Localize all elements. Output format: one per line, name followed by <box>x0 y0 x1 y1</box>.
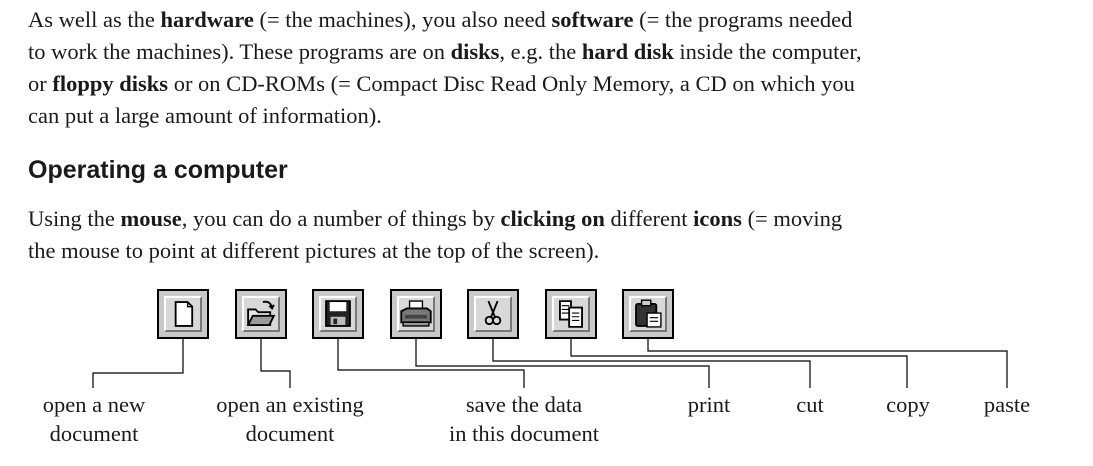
term-disks: disks <box>450 39 500 64</box>
intro-text: , e.g. the <box>499 39 582 64</box>
leader-new <box>92 339 184 388</box>
term-mouse: mouse <box>120 206 182 231</box>
body-text: Using the <box>28 206 121 231</box>
term-clicking-on: clicking on <box>500 206 605 231</box>
term-floppy-disks: floppy disks <box>52 71 169 96</box>
label-copy: copy <box>872 390 944 419</box>
term-hardware: hardware <box>160 7 254 32</box>
body-text: different <box>604 206 694 231</box>
cut-button[interactable] <box>467 289 519 339</box>
label-print: print <box>670 390 748 419</box>
label-open-existing-document: open an existing document <box>196 390 384 448</box>
leader-open <box>260 339 291 388</box>
label-cut: cut <box>780 390 840 419</box>
intro-text: (= the programs needed <box>633 7 853 32</box>
operating-paragraph: Using the mouse, you can do a number of … <box>28 203 842 267</box>
leader-copy <box>570 339 908 388</box>
intro-text: can put a large amount of information). <box>28 103 382 128</box>
new-document-button[interactable] <box>157 289 209 339</box>
section-heading: Operating a computer <box>28 156 288 184</box>
body-text: , you can do a number of things by <box>181 206 501 231</box>
label-paste: paste <box>970 390 1044 419</box>
print-button[interactable] <box>390 289 442 339</box>
body-text: (= moving <box>741 206 843 231</box>
intro-text: or <box>28 71 53 96</box>
intro-text: inside the computer, <box>673 39 862 64</box>
term-icons: icons <box>693 206 742 231</box>
copy-button[interactable] <box>545 289 597 339</box>
label-line: document <box>245 421 335 446</box>
intro-paragraph: As well as the hardware (= the machines)… <box>28 4 862 132</box>
intro-text: or on CD-ROMs (= Compact Disc Read Only … <box>168 71 855 96</box>
scissors-icon <box>484 300 502 326</box>
paste-button[interactable] <box>622 289 674 339</box>
label-line: copy <box>886 392 930 417</box>
leader-print <box>415 339 710 388</box>
open-folder-icon <box>246 300 276 326</box>
label-save-data: save the data in this document <box>424 390 624 448</box>
label-line: document <box>49 421 139 446</box>
paste-clipboard-icon <box>635 299 662 328</box>
leader-paste <box>647 339 1008 388</box>
leader-save <box>337 339 525 388</box>
intro-text: As well as the <box>28 7 161 32</box>
label-open-new-document: open a new document <box>24 390 164 448</box>
leader-cut <box>492 339 811 388</box>
term-hard-disk: hard disk <box>581 39 674 64</box>
label-line: cut <box>796 392 824 417</box>
label-line: save the data <box>465 392 583 417</box>
label-line: open a new <box>42 392 146 417</box>
printer-icon <box>400 300 432 327</box>
intro-text: (= the machines), you also need <box>253 7 552 32</box>
body-text: the mouse to point at different pictures… <box>28 238 600 263</box>
save-button[interactable] <box>312 289 364 339</box>
label-line: print <box>687 392 731 417</box>
intro-text: to work the machines). These programs ar… <box>28 39 451 64</box>
term-software: software <box>551 7 634 32</box>
label-line: open an existing <box>216 392 364 417</box>
copy-icon <box>559 300 583 328</box>
label-line: in this document <box>449 421 599 446</box>
open-file-button[interactable] <box>235 289 287 339</box>
new-document-icon <box>174 301 194 327</box>
label-line: paste <box>983 392 1031 417</box>
save-disk-icon <box>325 300 351 327</box>
